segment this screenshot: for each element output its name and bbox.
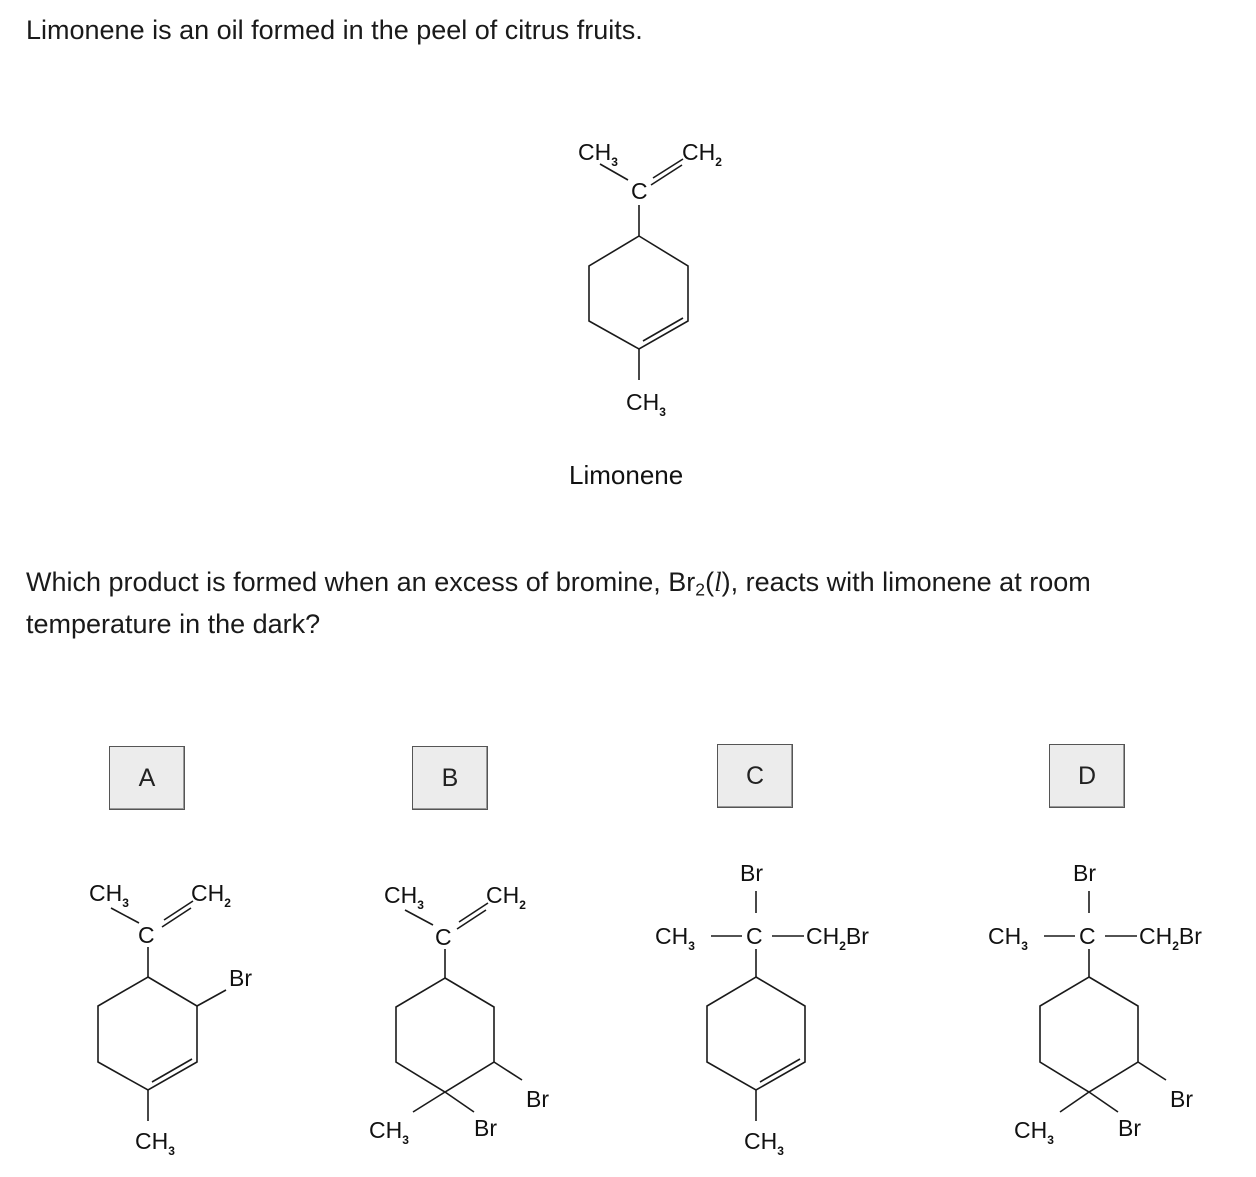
svg-text:CH2Br: CH2Br bbox=[806, 923, 869, 953]
atom-subscript: 2 bbox=[224, 896, 231, 910]
atom-label: Br bbox=[846, 923, 869, 949]
intro-text: Limonene is an oil formed in the peel of… bbox=[26, 15, 643, 45]
question-subscript: 2 bbox=[695, 579, 706, 600]
atom-label: CH bbox=[384, 882, 417, 908]
svg-text:CH2: CH2 bbox=[191, 880, 231, 910]
atom-label: Br bbox=[1118, 1115, 1141, 1141]
atom-label: C bbox=[1079, 923, 1096, 949]
option-a-structure: CH3 CH2 C Br CH3 bbox=[89, 880, 252, 1158]
atom-label: CH bbox=[578, 139, 611, 165]
atom-subscript: 2 bbox=[715, 155, 722, 169]
atom-subscript: 3 bbox=[688, 939, 695, 953]
atom-label: CH bbox=[682, 139, 715, 165]
atom-label: CH bbox=[1014, 1117, 1047, 1143]
atom-subscript: 3 bbox=[168, 1144, 175, 1158]
atom-subscript: 3 bbox=[611, 155, 618, 169]
atom-label: CH bbox=[191, 880, 224, 906]
atom-label: C bbox=[746, 923, 763, 949]
atom-label: Br bbox=[474, 1115, 497, 1141]
option-d-button[interactable]: D bbox=[1049, 744, 1125, 808]
atom-label: CH bbox=[626, 389, 659, 415]
atom-label: C bbox=[138, 922, 155, 948]
atom-label: Br bbox=[740, 860, 763, 886]
atom-subscript: 3 bbox=[1021, 939, 1028, 953]
svg-text:CH2Br: CH2Br bbox=[1139, 923, 1202, 953]
atom-label: CH bbox=[744, 1128, 777, 1154]
svg-text:CH3: CH3 bbox=[744, 1128, 784, 1158]
svg-text:CH3: CH3 bbox=[369, 1117, 409, 1147]
atom-label: CH bbox=[369, 1117, 402, 1143]
option-c-button[interactable]: C bbox=[717, 744, 793, 808]
svg-text:CH3: CH3 bbox=[626, 389, 666, 419]
svg-text:CH3: CH3 bbox=[578, 139, 618, 169]
atom-label: CH bbox=[806, 923, 839, 949]
atom-subscript: 2 bbox=[839, 939, 846, 953]
atom-subscript: 2 bbox=[519, 898, 526, 912]
atom-subscript: 3 bbox=[777, 1144, 784, 1158]
svg-text:CH3: CH3 bbox=[655, 923, 695, 953]
option-b-structure: CH3 CH2 C Br CH3 Br bbox=[369, 882, 549, 1147]
atom-label: CH bbox=[1139, 923, 1172, 949]
atom-label: Br bbox=[1073, 860, 1096, 886]
atom-subscript: 2 bbox=[1172, 939, 1179, 953]
question-part-2: ( bbox=[705, 567, 715, 597]
atom-subscript: 3 bbox=[417, 898, 424, 912]
atom-label: CH bbox=[486, 882, 519, 908]
question-part-3: ), reacts with limonene at room temperat… bbox=[26, 567, 1091, 639]
atom-label: Br bbox=[1179, 923, 1202, 949]
option-c-structure: Br CH3 C CH2Br CH3 bbox=[655, 860, 869, 1158]
atom-label: CH bbox=[89, 880, 122, 906]
atom-label: C bbox=[435, 924, 452, 950]
option-b-button[interactable]: B bbox=[412, 746, 488, 810]
atom-label: Br bbox=[229, 965, 252, 991]
option-d-structure: Br CH3 C CH2Br Br CH3 Br bbox=[988, 860, 1202, 1147]
question-part-1: Which product is formed when an excess o… bbox=[26, 567, 696, 597]
question-text: Which product is formed when an excess o… bbox=[26, 561, 1236, 645]
atom-label: CH bbox=[988, 923, 1021, 949]
atom-label: CH bbox=[655, 923, 688, 949]
molecule-caption: Limonene bbox=[569, 460, 683, 490]
atom-subscript: 3 bbox=[402, 1133, 409, 1147]
atom-label: CH bbox=[135, 1128, 168, 1154]
svg-text:CH3: CH3 bbox=[89, 880, 129, 910]
question-state: l bbox=[714, 567, 722, 597]
svg-text:CH3: CH3 bbox=[988, 923, 1028, 953]
atom-subscript: 3 bbox=[122, 896, 129, 910]
svg-text:CH2: CH2 bbox=[682, 139, 722, 169]
atom-label: C bbox=[631, 178, 648, 204]
option-a-button[interactable]: A bbox=[109, 746, 185, 810]
atom-label: Br bbox=[526, 1086, 549, 1112]
svg-text:CH3: CH3 bbox=[384, 882, 424, 912]
atom-subscript: 3 bbox=[1047, 1133, 1054, 1147]
atom-subscript: 3 bbox=[659, 405, 666, 419]
limonene-structure: CH3 CH2 C CH3 Limonene bbox=[569, 139, 722, 490]
svg-text:CH2: CH2 bbox=[486, 882, 526, 912]
svg-text:CH3: CH3 bbox=[135, 1128, 175, 1158]
atom-label: Br bbox=[1170, 1086, 1193, 1112]
svg-text:CH3: CH3 bbox=[1014, 1117, 1054, 1147]
